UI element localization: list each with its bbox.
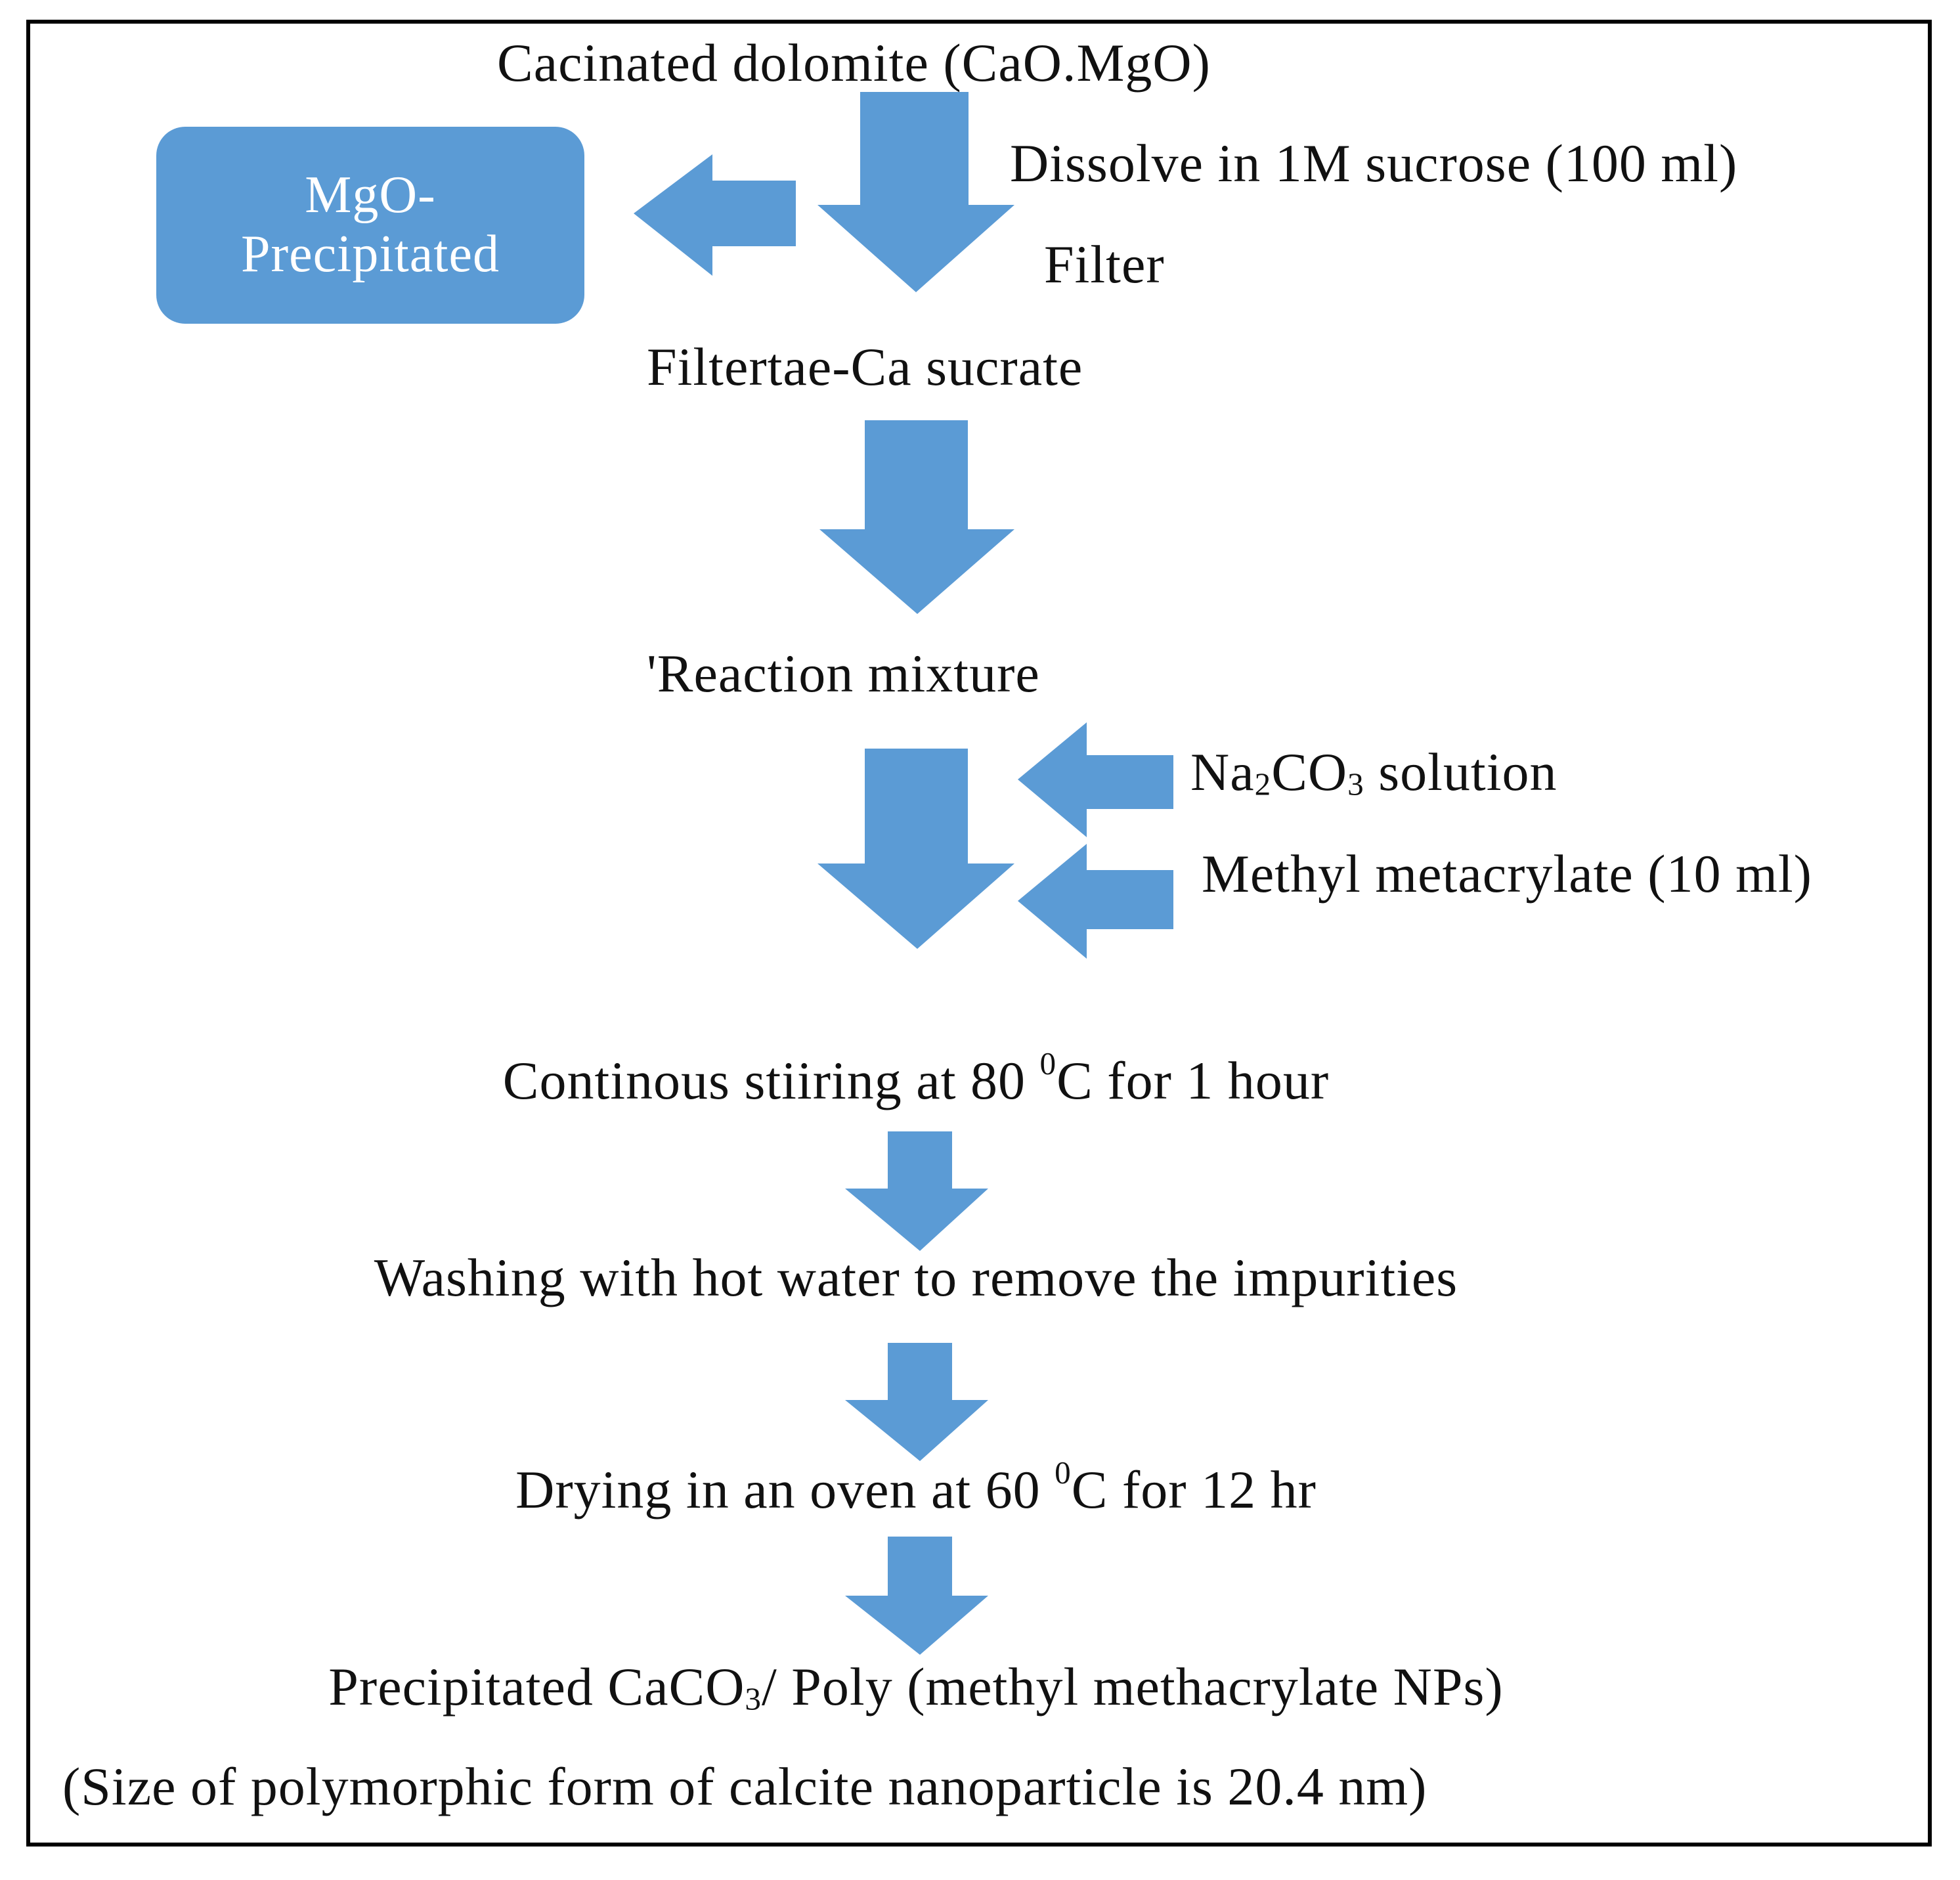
step-filter-label: Filter [1044, 234, 1165, 294]
step-product-label: Precipitated CaCO3/ Poly (methyl methacr… [328, 1660, 1503, 1715]
drying-part-c: C for 12 hr [1071, 1459, 1317, 1519]
step-na2co3-label: Na2CO3 solution [1190, 745, 1557, 800]
step-dissolve-label: Dissolve in 1M sucrose (100 ml) [1010, 133, 1738, 193]
stirring-part-a: Continous stiiring at 80 [502, 1050, 1040, 1110]
step-reaction-label: 'Reaction mixture [647, 644, 1040, 703]
step-start-label: Cacinated dolomite (CaO.MgO) [497, 33, 1211, 93]
step-filtrate-label: Filtertae-Ca sucrate [647, 337, 1083, 397]
arrow-down-icon [845, 1131, 988, 1251]
na2co3-part-c: CO [1271, 742, 1348, 802]
size-note-label: (Size of polymorphic form of calcite nan… [62, 1757, 1427, 1816]
arrow-down-icon [819, 420, 1014, 614]
product-subscript-3: 3 [745, 1680, 762, 1717]
arrow-down-icon [817, 92, 1014, 292]
mgo-precipitated-box: MgO- Precipitated [156, 127, 584, 324]
arrow-left-icon [1018, 722, 1173, 837]
product-part-c: / Poly (methyl methacrylate NPs) [762, 1657, 1504, 1716]
arrow-down-icon [845, 1537, 988, 1655]
step-methyl-label: Methyl metacrylate (10 ml) [1202, 844, 1812, 904]
na2co3-part-e: solution [1364, 742, 1557, 802]
drying-part-a: Drying in an oven at 60 [515, 1459, 1055, 1519]
arrow-down-icon [845, 1343, 988, 1461]
na2co3-subscript-3: 3 [1347, 766, 1364, 802]
drying-degree: 0 [1055, 1454, 1072, 1491]
diagram-frame [26, 20, 1932, 1847]
arrow-down-icon [817, 749, 1014, 949]
na2co3-subscript-2: 2 [1254, 766, 1272, 802]
mgo-box-line1: MgO- [305, 166, 436, 225]
step-stirring-label: Continous stiiring at 80 0C for 1 hour [503, 1047, 1329, 1108]
stirring-part-c: C for 1 hour [1056, 1050, 1330, 1110]
na2co3-part-a: Na [1190, 742, 1255, 802]
mgo-box-line2: Precipitated [240, 225, 500, 283]
step-drying-label: Drying in an oven at 60 0C for 12 hr [515, 1456, 1317, 1517]
arrow-left-icon [634, 154, 796, 276]
step-washing-label: Washing with hot water to remove the imp… [374, 1248, 1458, 1307]
product-part-a: Precipitated CaCO [328, 1657, 745, 1716]
arrow-left-icon [1018, 844, 1173, 959]
stirring-degree: 0 [1039, 1045, 1057, 1082]
